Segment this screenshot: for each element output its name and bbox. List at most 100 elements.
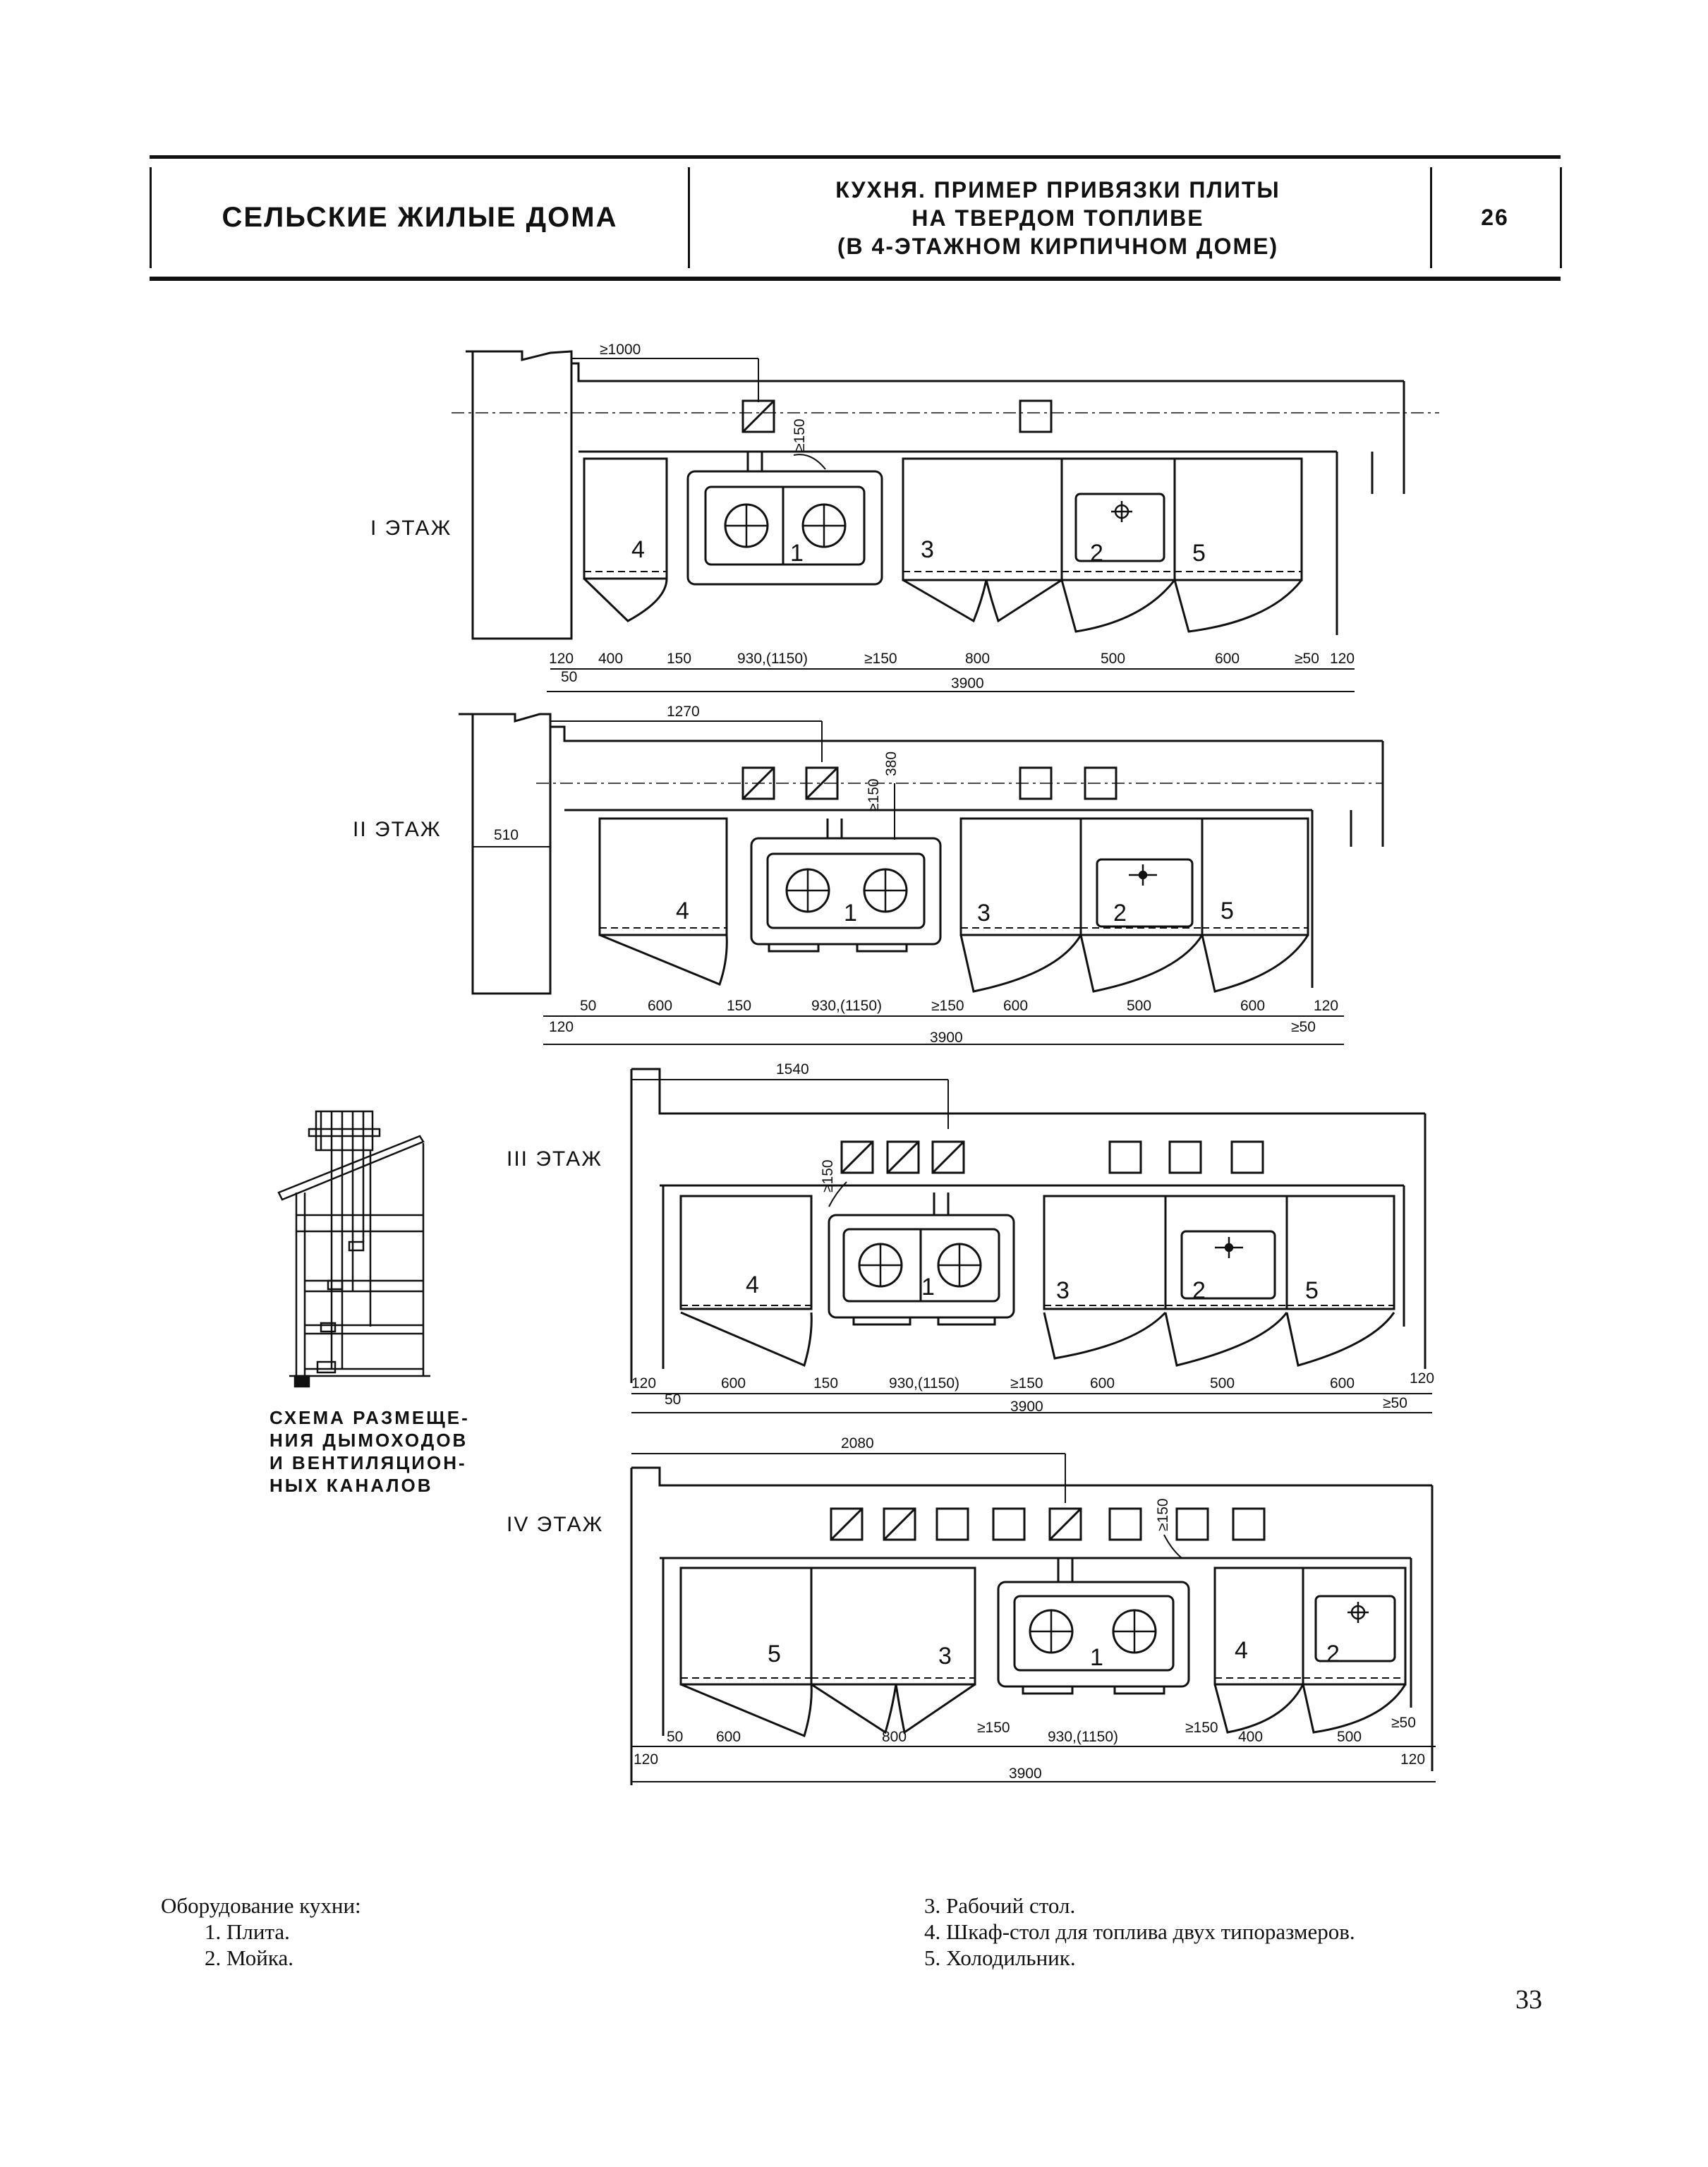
floor-3-item-a: 4 — [746, 1272, 759, 1298]
floor-2-dim-3: 930,(1150) — [811, 998, 882, 1014]
flue-3-b — [886, 1140, 920, 1174]
floor-4-item-d: 4 — [1235, 1637, 1248, 1664]
floor-3-dim-6: 500 — [1210, 1375, 1235, 1392]
vent-4-d — [1175, 1507, 1209, 1541]
floor-2-dim-8: 120 — [1314, 998, 1338, 1014]
series-title-text: СЕЛЬСКИЕ ЖИЛЫЕ ДОМА — [222, 202, 618, 233]
vent-3-a — [1108, 1140, 1142, 1174]
floor-3-item-c: 3 — [1056, 1277, 1070, 1304]
floor-3-plan — [630, 1068, 1432, 1413]
floor-1-dim-1: 400 — [598, 651, 623, 667]
legend-item-1: 1. Плита. — [205, 1919, 290, 1944]
floor-4-item-b: 3 — [938, 1643, 952, 1670]
flue-3-a — [840, 1140, 874, 1174]
vent-1 — [1019, 399, 1053, 433]
floor-3-dim-5: 600 — [1090, 1375, 1115, 1392]
floor-2-dim-small-left: 120 — [549, 1019, 574, 1035]
sheet-number: 26 — [1430, 167, 1562, 268]
floor-1-dim-5: 800 — [965, 651, 990, 667]
floor-1-item-e: 5 — [1192, 540, 1206, 567]
floor-4-dim-7: 500 — [1337, 1729, 1362, 1745]
floor-2-item-e: 5 — [1221, 898, 1234, 924]
flue-4-stove — [1048, 1507, 1082, 1541]
vent-4-a — [935, 1507, 969, 1541]
vent-4-c — [1108, 1507, 1142, 1541]
floor-4-dim-8: ≥50 — [1391, 1715, 1416, 1731]
floor-1-item-a: 4 — [631, 536, 645, 563]
vent-3-c — [1230, 1140, 1264, 1174]
floor-4-item-c: 1 — [1090, 1644, 1103, 1671]
floor-1-dim-4: ≥150 — [864, 651, 897, 667]
legend-right: 3. Рабочий стол. 4. Шкаф-стол для топлив… — [924, 1893, 1355, 1971]
floor-1-dim-7: 600 — [1215, 651, 1240, 667]
floor-2-dim-0: 50 — [580, 998, 596, 1014]
floor-1-dim-3: 930,(1150) — [737, 651, 808, 667]
floor-3-offset-dim: 1540 — [776, 1061, 809, 1078]
floor-3-dim-1: 600 — [721, 1375, 746, 1392]
floor-1-dim-9: 120 — [1330, 651, 1355, 667]
floor-1-dim-0: 120 — [549, 651, 574, 667]
floor-4-dim-1: 600 — [716, 1729, 741, 1745]
sheet-title: КУХНЯ. ПРИМЕР ПРИВЯЗКИ ПЛИТЫ НА ТВЕРДОМ … — [686, 167, 1432, 268]
floor-1-offset-dim: ≥1000 — [600, 342, 641, 358]
floor-4-dim-0: 50 — [667, 1729, 683, 1745]
series-title: СЕЛЬСКИЕ ЖИЛЫЕ ДОМА — [150, 167, 690, 268]
floor-4-dim-small-right: 120 — [1400, 1751, 1425, 1768]
floor-4-total: 3900 — [1009, 1765, 1042, 1782]
title-block: СЕЛЬСКИЕ ЖИЛЫЕ ДОМА КУХНЯ. ПРИМЕР ПРИВЯЗ… — [150, 155, 1562, 281]
page-number: 33 — [1515, 1985, 1542, 2015]
floor-3-total: 3900 — [1010, 1399, 1043, 1415]
floor-4-dim-3: ≥150 — [977, 1720, 1010, 1736]
floor-1-label: I ЭТАЖ — [370, 517, 452, 540]
scheme-caption-line-2: НИЯ ДЫМОХОДОВ — [269, 1430, 468, 1451]
floor-4-dim-2: 800 — [882, 1729, 907, 1745]
floor-1-dim-6: 500 — [1101, 651, 1125, 667]
floor-3-dim-2: 150 — [813, 1375, 838, 1392]
floor-4-dim-6: 400 — [1238, 1729, 1263, 1745]
floor-4-plan — [630, 1453, 1436, 1785]
scheme-caption-line-4: НЫХ КАНАЛОВ — [269, 1475, 433, 1496]
floor-4-dim-small-left: 120 — [634, 1751, 658, 1768]
floor-1-item-c: 3 — [921, 536, 934, 563]
floor-2-total: 3900 — [930, 1030, 963, 1046]
floor-3-dim-8: 120 — [1410, 1370, 1434, 1387]
floor-2-dim-6: 500 — [1127, 998, 1151, 1014]
floor-4-dim-4: 930,(1150) — [1048, 1729, 1118, 1745]
floor-2-item-d: 2 — [1113, 900, 1127, 926]
sheet-title-line-2: НА ТВЕРДОМ ТОПЛИВЕ — [911, 205, 1204, 231]
vent-4-b — [992, 1507, 1026, 1541]
floor-2-label: II ЭТАЖ — [353, 818, 442, 841]
floor-1-item-d: 2 — [1090, 540, 1103, 567]
floor-3-dim-4: ≥150 — [1010, 1375, 1043, 1392]
legend-title: Оборудование кухни: — [161, 1893, 361, 1918]
floor-2-flue-depth: 380 — [883, 751, 900, 776]
floor-3-item-d: 2 — [1192, 1277, 1206, 1304]
floor-2-plan — [459, 713, 1384, 1045]
legend-item-5: 5. Холодильник. — [924, 1945, 1076, 1970]
sheet-number-text: 26 — [1481, 205, 1509, 230]
floor-2-dim-7: 600 — [1240, 998, 1265, 1014]
floor-2-wall-dim: 510 — [494, 827, 519, 843]
sink-faucets — [1111, 501, 1369, 1623]
floor-3-dim-small-right: ≥50 — [1383, 1395, 1407, 1411]
floor-1-total: 3900 — [951, 675, 984, 692]
floor-1-item-b: 1 — [790, 540, 804, 567]
floor-1-dim-8: ≥50 — [1295, 651, 1319, 667]
floor-4-label: IV ЭТАЖ — [507, 1513, 603, 1536]
scheme-caption-line-3: И ВЕНТИЛЯЦИОН- — [269, 1452, 467, 1473]
floor-2-dim-5: 600 — [1003, 998, 1028, 1014]
floor-2-dim-2: 150 — [727, 998, 751, 1014]
floor-2-offset-dim: 1270 — [667, 704, 700, 720]
sheet-title-line-3: (В 4-ЭТАЖНОМ КИРПИЧНОМ ДОМЕ) — [837, 233, 1279, 259]
floor-1-dim-small: 50 — [561, 669, 577, 685]
floor-4-flue-clearance: ≥150 — [1155, 1498, 1171, 1531]
floor-2-dim-small-right: ≥50 — [1291, 1019, 1316, 1035]
floor-1-flue-clearance: ≥150 — [792, 418, 808, 452]
floor-2-dim-1: 600 — [648, 998, 672, 1014]
floor-2-item-c: 3 — [977, 900, 991, 926]
floor-3-label: III ЭТАЖ — [507, 1147, 602, 1171]
flue-1-stove — [741, 399, 775, 433]
floor-3-dim-0: 120 — [631, 1375, 656, 1392]
floor-3-dim-small-left: 50 — [665, 1392, 681, 1408]
flue-4-b — [883, 1507, 916, 1541]
